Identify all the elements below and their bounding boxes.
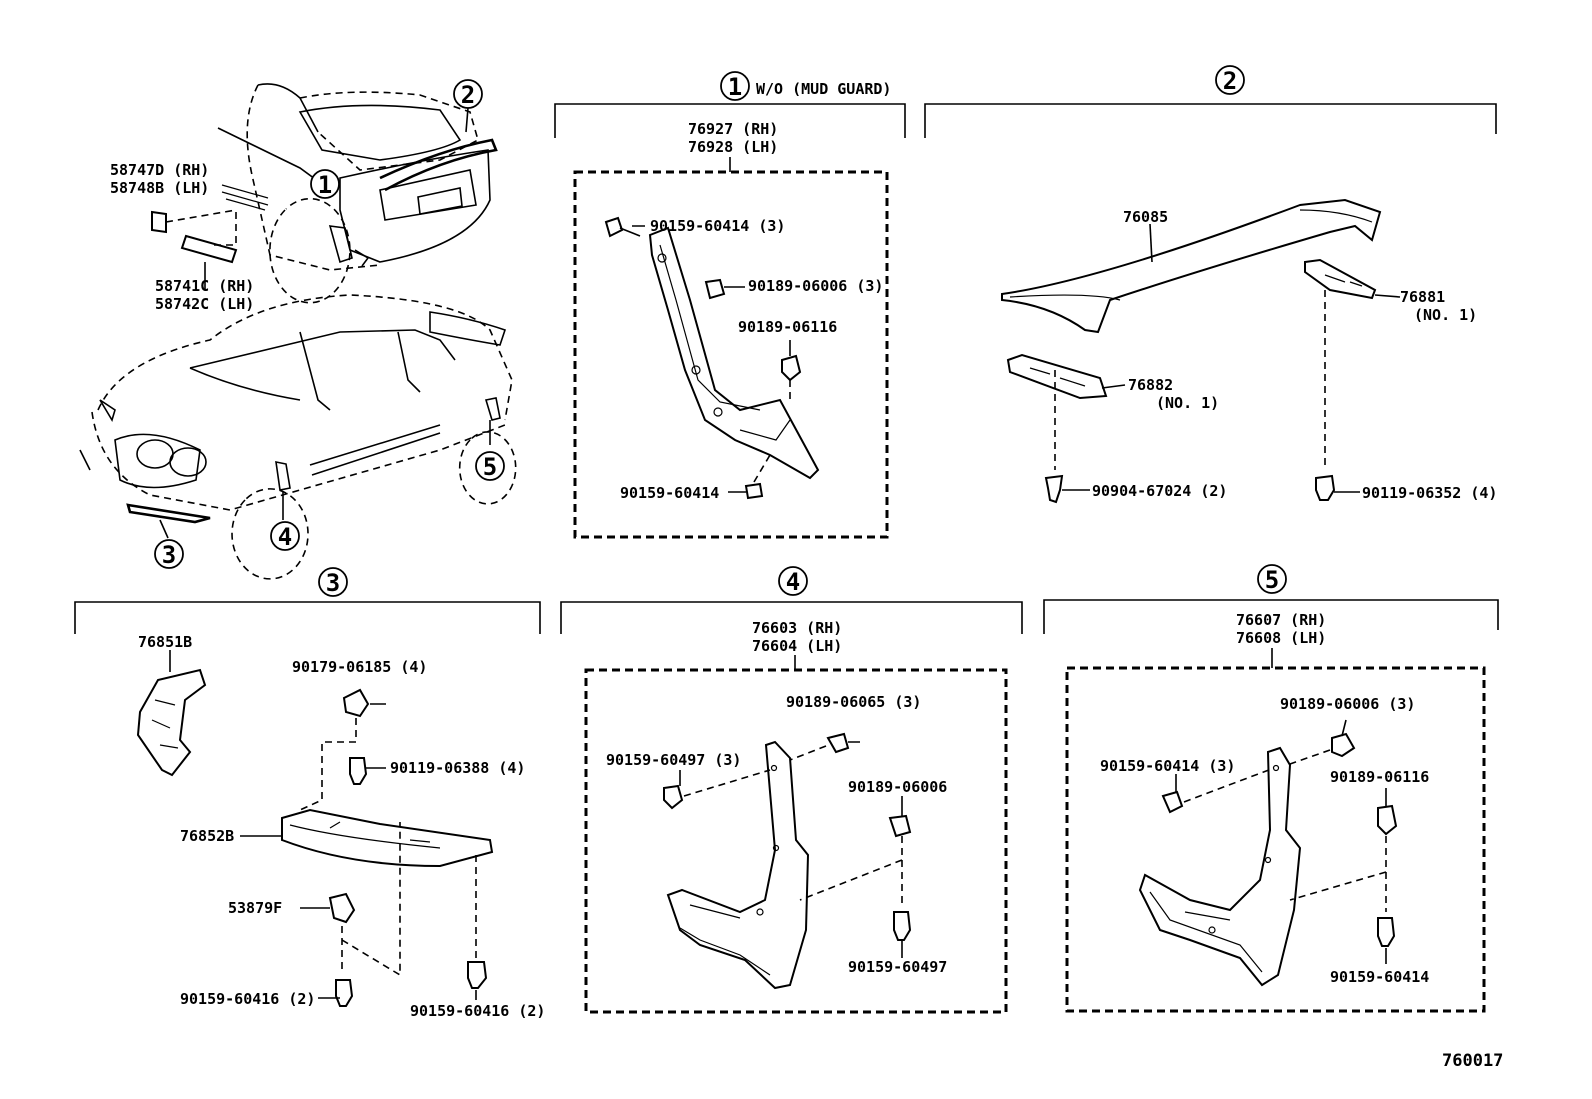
rear-car-illustration xyxy=(217,83,498,304)
label-90179-06185: 90179-06185 (4) xyxy=(292,658,427,676)
label-53879f: 53879F xyxy=(228,899,282,917)
bracket-76882 xyxy=(1006,353,1108,400)
label-76604-lh: 76604 (LH) xyxy=(752,637,842,655)
nut-90179-06185 xyxy=(342,688,370,718)
label-90189-06116-rear: 90189-06116 xyxy=(1330,768,1429,786)
callout-4-header: 4 xyxy=(786,568,800,596)
callout-1-header: 1 xyxy=(728,73,742,101)
clip-90189-06116 xyxy=(781,354,802,382)
bolt-90119-06388 xyxy=(349,757,368,785)
label-90189-06006-front: 90189-06006 xyxy=(848,778,947,796)
label-90159-60414-3: 90159-60414 (3) xyxy=(650,217,785,235)
label-90189-06006-3: 90189-06006 (3) xyxy=(748,277,883,295)
label-76607-rh: 76607 (RH) xyxy=(1236,611,1326,629)
label-76085: 76085 xyxy=(1123,208,1168,226)
bracket-76881 xyxy=(1304,258,1377,300)
label-90159-60414-rear: 90159-60414 xyxy=(1330,968,1429,986)
screw-90159-60416-right xyxy=(467,961,488,989)
screw-90159-60414-top xyxy=(604,216,624,238)
label-emblem-rh: 58747D (RH) xyxy=(110,161,209,179)
label-90159-60497: 90159-60497 xyxy=(848,958,947,976)
clip-90189-06006 xyxy=(704,278,726,300)
label-76882: 76882 xyxy=(1128,376,1173,394)
section-3-front-spoiler: 3 76851B 90179-06185 (4) 90119-06388 (4)… xyxy=(74,567,545,1020)
front-car-illustration xyxy=(79,294,517,580)
moulding-piece xyxy=(180,234,238,264)
clip-90189-06065 xyxy=(826,732,850,754)
callout-5-overview: 5 xyxy=(483,453,497,481)
emblem-piece xyxy=(151,210,167,234)
label-90159-60497-3: 90159-60497 (3) xyxy=(606,751,741,769)
clip-53879f xyxy=(328,892,356,924)
label-90189-06006-3-rear: 90189-06006 (3) xyxy=(1280,695,1415,713)
label-90904-67024: 90904-67024 (2) xyxy=(1092,482,1227,500)
section-5-rear-mud-guard: 5 76607 (RH) 76608 (LH) 90189-06006 (3) … xyxy=(1043,564,1499,1013)
screw-90159-60497-bottom xyxy=(893,911,912,941)
label-90159-60416-left: 90159-60416 (2) xyxy=(180,990,315,1008)
label-emblem-lh: 58748B (LH) xyxy=(110,179,209,197)
label-90159-60414: 90159-60414 xyxy=(620,484,719,502)
label-76881: 76881 xyxy=(1400,288,1445,306)
mud-guard-part-rear xyxy=(1138,746,1302,987)
label-76881-no1: (NO. 1) xyxy=(1414,306,1477,324)
screw-90159-60497-left xyxy=(663,784,684,810)
overview-illustration: 2 1 3 4 5 58747D (RH) 58748B (LH) 58741C… xyxy=(79,79,517,580)
label-moulding-lh: 58742C (LH) xyxy=(155,295,254,313)
label-90159-60414-3-rear: 90159-60414 (3) xyxy=(1100,757,1235,775)
lower-part-76852b xyxy=(281,808,494,868)
section-4-front-mud-guard: 4 76603 (RH) 76604 (LH) 90189-06065 (3) … xyxy=(560,566,1023,1014)
fastener-90119-06352 xyxy=(1315,474,1336,501)
clip-90189-06006-front xyxy=(888,814,912,838)
label-76882-no1: (NO. 1) xyxy=(1156,394,1219,412)
callout-3-overview: 3 xyxy=(162,541,176,569)
label-90119-06352: 90119-06352 (4) xyxy=(1362,484,1497,502)
callout-3-header: 3 xyxy=(326,569,340,597)
rear-spoiler-part xyxy=(1001,198,1382,334)
figure-number: 760017 xyxy=(1442,1051,1503,1071)
label-76603-rh: 76603 (RH) xyxy=(752,619,842,637)
fastener-90904-67024 xyxy=(1044,474,1064,504)
section-1-title: W/O (MUD GUARD) xyxy=(756,80,891,98)
label-76852b: 76852B xyxy=(180,827,234,845)
label-76608-lh: 76608 (LH) xyxy=(1236,629,1326,647)
callout-5-header: 5 xyxy=(1265,566,1279,594)
screw-90159-60414-bottom xyxy=(744,482,764,500)
callout-2-header: 2 xyxy=(1223,67,1237,95)
callout-1-overview: 1 xyxy=(318,171,332,199)
section-1-mud-guard: 1 W/O (MUD GUARD) 76927 (RH) 76928 (LH) … xyxy=(554,71,906,539)
label-76928-lh: 76928 (LH) xyxy=(688,138,778,156)
mud-guard-part xyxy=(648,226,820,480)
label-90189-06116: 90189-06116 xyxy=(738,318,837,336)
screw-90159-60414-left xyxy=(1161,790,1184,814)
screw-90159-60416-left xyxy=(335,979,354,1007)
callout-4-overview: 4 xyxy=(278,523,292,551)
label-moulding-rh: 58741C (RH) xyxy=(155,277,254,295)
mud-guard-part-front xyxy=(666,740,810,990)
upper-part-76851b xyxy=(136,668,207,777)
clip-90189-06116-rear xyxy=(1377,804,1398,836)
callout-2-overview: 2 xyxy=(461,81,475,109)
label-90189-06065: 90189-06065 (3) xyxy=(786,693,921,711)
clip-90189-06006-rear xyxy=(1331,732,1356,758)
section-2-rear-spoiler: 2 76085 76881 (NO. 1) 76882 (NO. 1) 9090… xyxy=(924,65,1497,504)
label-90119-06388: 90119-06388 (4) xyxy=(390,759,525,777)
label-76851b: 76851B xyxy=(138,633,192,651)
label-90159-60416-right: 90159-60416 (2) xyxy=(410,1002,545,1020)
label-76927-rh: 76927 (RH) xyxy=(688,120,778,138)
screw-90159-60414-bottom xyxy=(1377,917,1396,947)
